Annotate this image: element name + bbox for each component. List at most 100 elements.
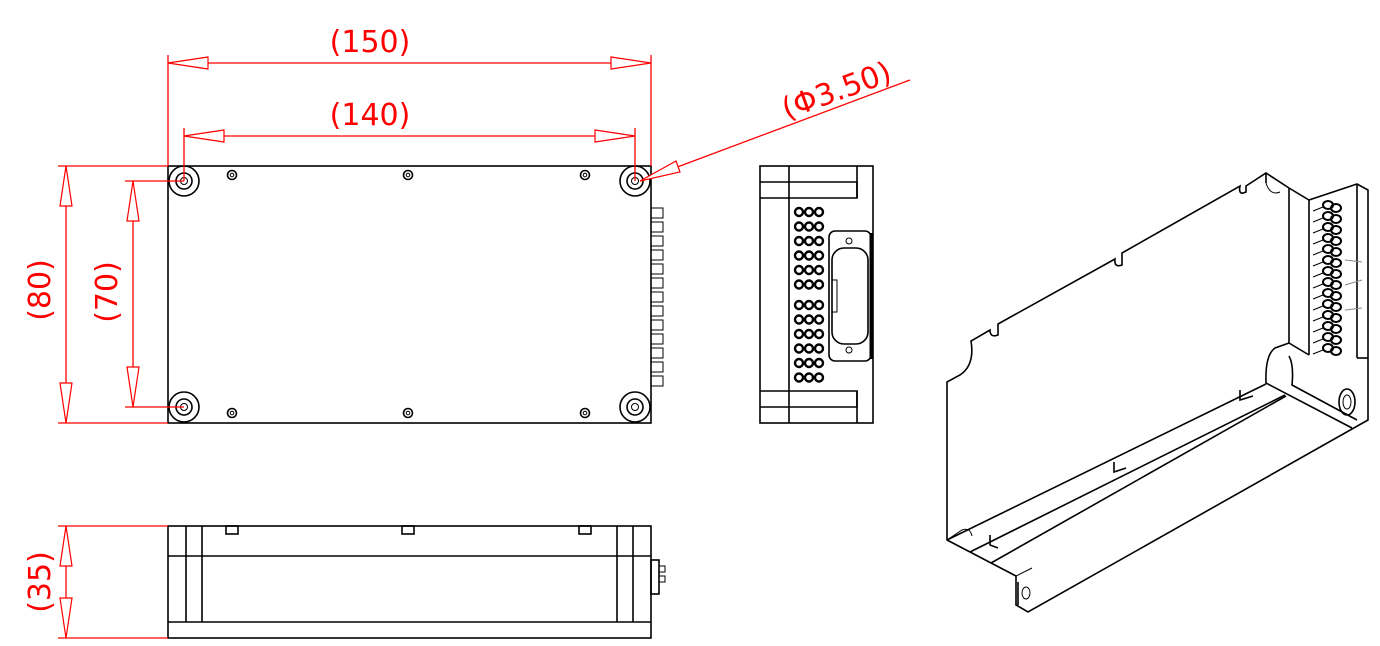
end-view [759, 165, 874, 424]
mounting-boss [619, 391, 651, 423]
iso-connector-contact [1330, 335, 1342, 345]
connector-contact [803, 264, 815, 276]
tab-hole-core [405, 410, 411, 416]
connector-pin [650, 347, 664, 359]
connector-contact [813, 343, 825, 354]
connector-contact [803, 235, 815, 247]
connector-contact [793, 235, 805, 247]
connector-pin [650, 207, 664, 219]
connector-pin [650, 305, 664, 317]
iso-connector-contact [1330, 225, 1342, 235]
connector-contact [793, 264, 805, 276]
iso-connector-contact [1330, 269, 1342, 279]
connector-contact [793, 372, 805, 383]
tab-hole-core [582, 410, 588, 416]
connector-contact [813, 264, 825, 276]
connector-contact [793, 314, 805, 325]
iso-pin-lead [1312, 250, 1324, 256]
iso-connector-contact [1330, 203, 1342, 213]
iso-pin-lead [1312, 305, 1324, 311]
iso-connector-contact [1330, 346, 1342, 356]
tab-hole-core [229, 172, 235, 178]
tab-hole [226, 407, 238, 419]
dim-hole-spacing-width: (70) [90, 261, 125, 323]
connector-pin [650, 319, 664, 331]
iso-pin-lead [1312, 239, 1324, 245]
iso-pin-lead [1312, 206, 1324, 212]
connector-pin [650, 333, 664, 345]
connector-contact [793, 250, 805, 261]
tab-hole-core [582, 172, 588, 178]
connector-contact [803, 206, 815, 218]
side-view [167, 525, 666, 639]
connector-contact [813, 221, 825, 232]
connector-contact [813, 235, 825, 247]
connector-pin [650, 249, 664, 261]
iso-pin-lead [1312, 217, 1324, 223]
connector-pin [650, 291, 664, 303]
tab-hole [402, 169, 414, 181]
iso-connector-contact [1330, 247, 1342, 257]
connector-contact [813, 279, 825, 290]
iso-pin-lead [1312, 338, 1324, 344]
mounting-hole [626, 398, 644, 416]
iso-pin-lead [1312, 228, 1324, 234]
connector-contact [813, 314, 825, 325]
connector-contact [813, 206, 825, 218]
mounting-hole-core [631, 403, 639, 411]
dim-hole-spacing-length: (140) [330, 98, 411, 133]
iso-connector-contact [1330, 324, 1342, 334]
iso-connector-contact [1330, 258, 1342, 268]
top-view [167, 165, 664, 424]
isometric-view [946, 172, 1369, 613]
tab-hole [579, 169, 591, 181]
dim-overall-width: (80) [23, 259, 58, 321]
iso-pin-lead [1312, 272, 1324, 278]
connector-pin [650, 361, 664, 373]
connector-pin [650, 277, 664, 289]
iso-pin-lead [1312, 316, 1324, 322]
connector-contact [793, 279, 805, 290]
connector-contact [793, 357, 805, 369]
iso-connector-contact [1330, 236, 1342, 246]
connector-contact [803, 314, 815, 325]
iso-pin-lead [1312, 283, 1324, 289]
connector-pin [650, 263, 664, 275]
dimensions: (150) (140) (Φ3.50) (80) (70) (35) [23, 25, 911, 639]
tab-hole [226, 169, 238, 181]
connector-contact [803, 372, 815, 383]
iso-pin-lead [1312, 261, 1324, 267]
connector-contact [793, 221, 805, 232]
connector-pin [650, 221, 664, 233]
connector-contact [803, 357, 815, 369]
connector-contact [793, 343, 805, 354]
connector-contact [793, 328, 805, 340]
dim-hole-diameter: (Φ3.50) [777, 55, 896, 127]
connector-contact [793, 299, 805, 311]
connector-contact [803, 343, 815, 354]
iso-pin-lead [1312, 349, 1324, 355]
iso-pin-lead [1312, 294, 1324, 300]
tab-hole-core [229, 410, 235, 416]
iso-connector-contact [1330, 313, 1342, 323]
connector-contact [813, 357, 825, 369]
connector-contact [803, 221, 815, 232]
connector-pin [650, 375, 664, 387]
connector-contact [813, 250, 825, 261]
tab-hole [579, 407, 591, 419]
connector-contact [813, 299, 825, 311]
iso-connector-contact [1330, 280, 1342, 290]
connector-contact [813, 328, 825, 340]
connector-contact [803, 328, 815, 340]
tab-hole [402, 407, 414, 419]
iso-connector-contact [1330, 302, 1342, 312]
connector-contact [803, 299, 815, 311]
dim-overall-length: (150) [330, 25, 411, 60]
tab-hole-core [405, 172, 411, 178]
iso-connector-contact [1330, 291, 1342, 301]
dim-height: (35) [23, 551, 58, 613]
connector-pin [650, 235, 664, 247]
iso-pin-lead [1312, 327, 1324, 333]
